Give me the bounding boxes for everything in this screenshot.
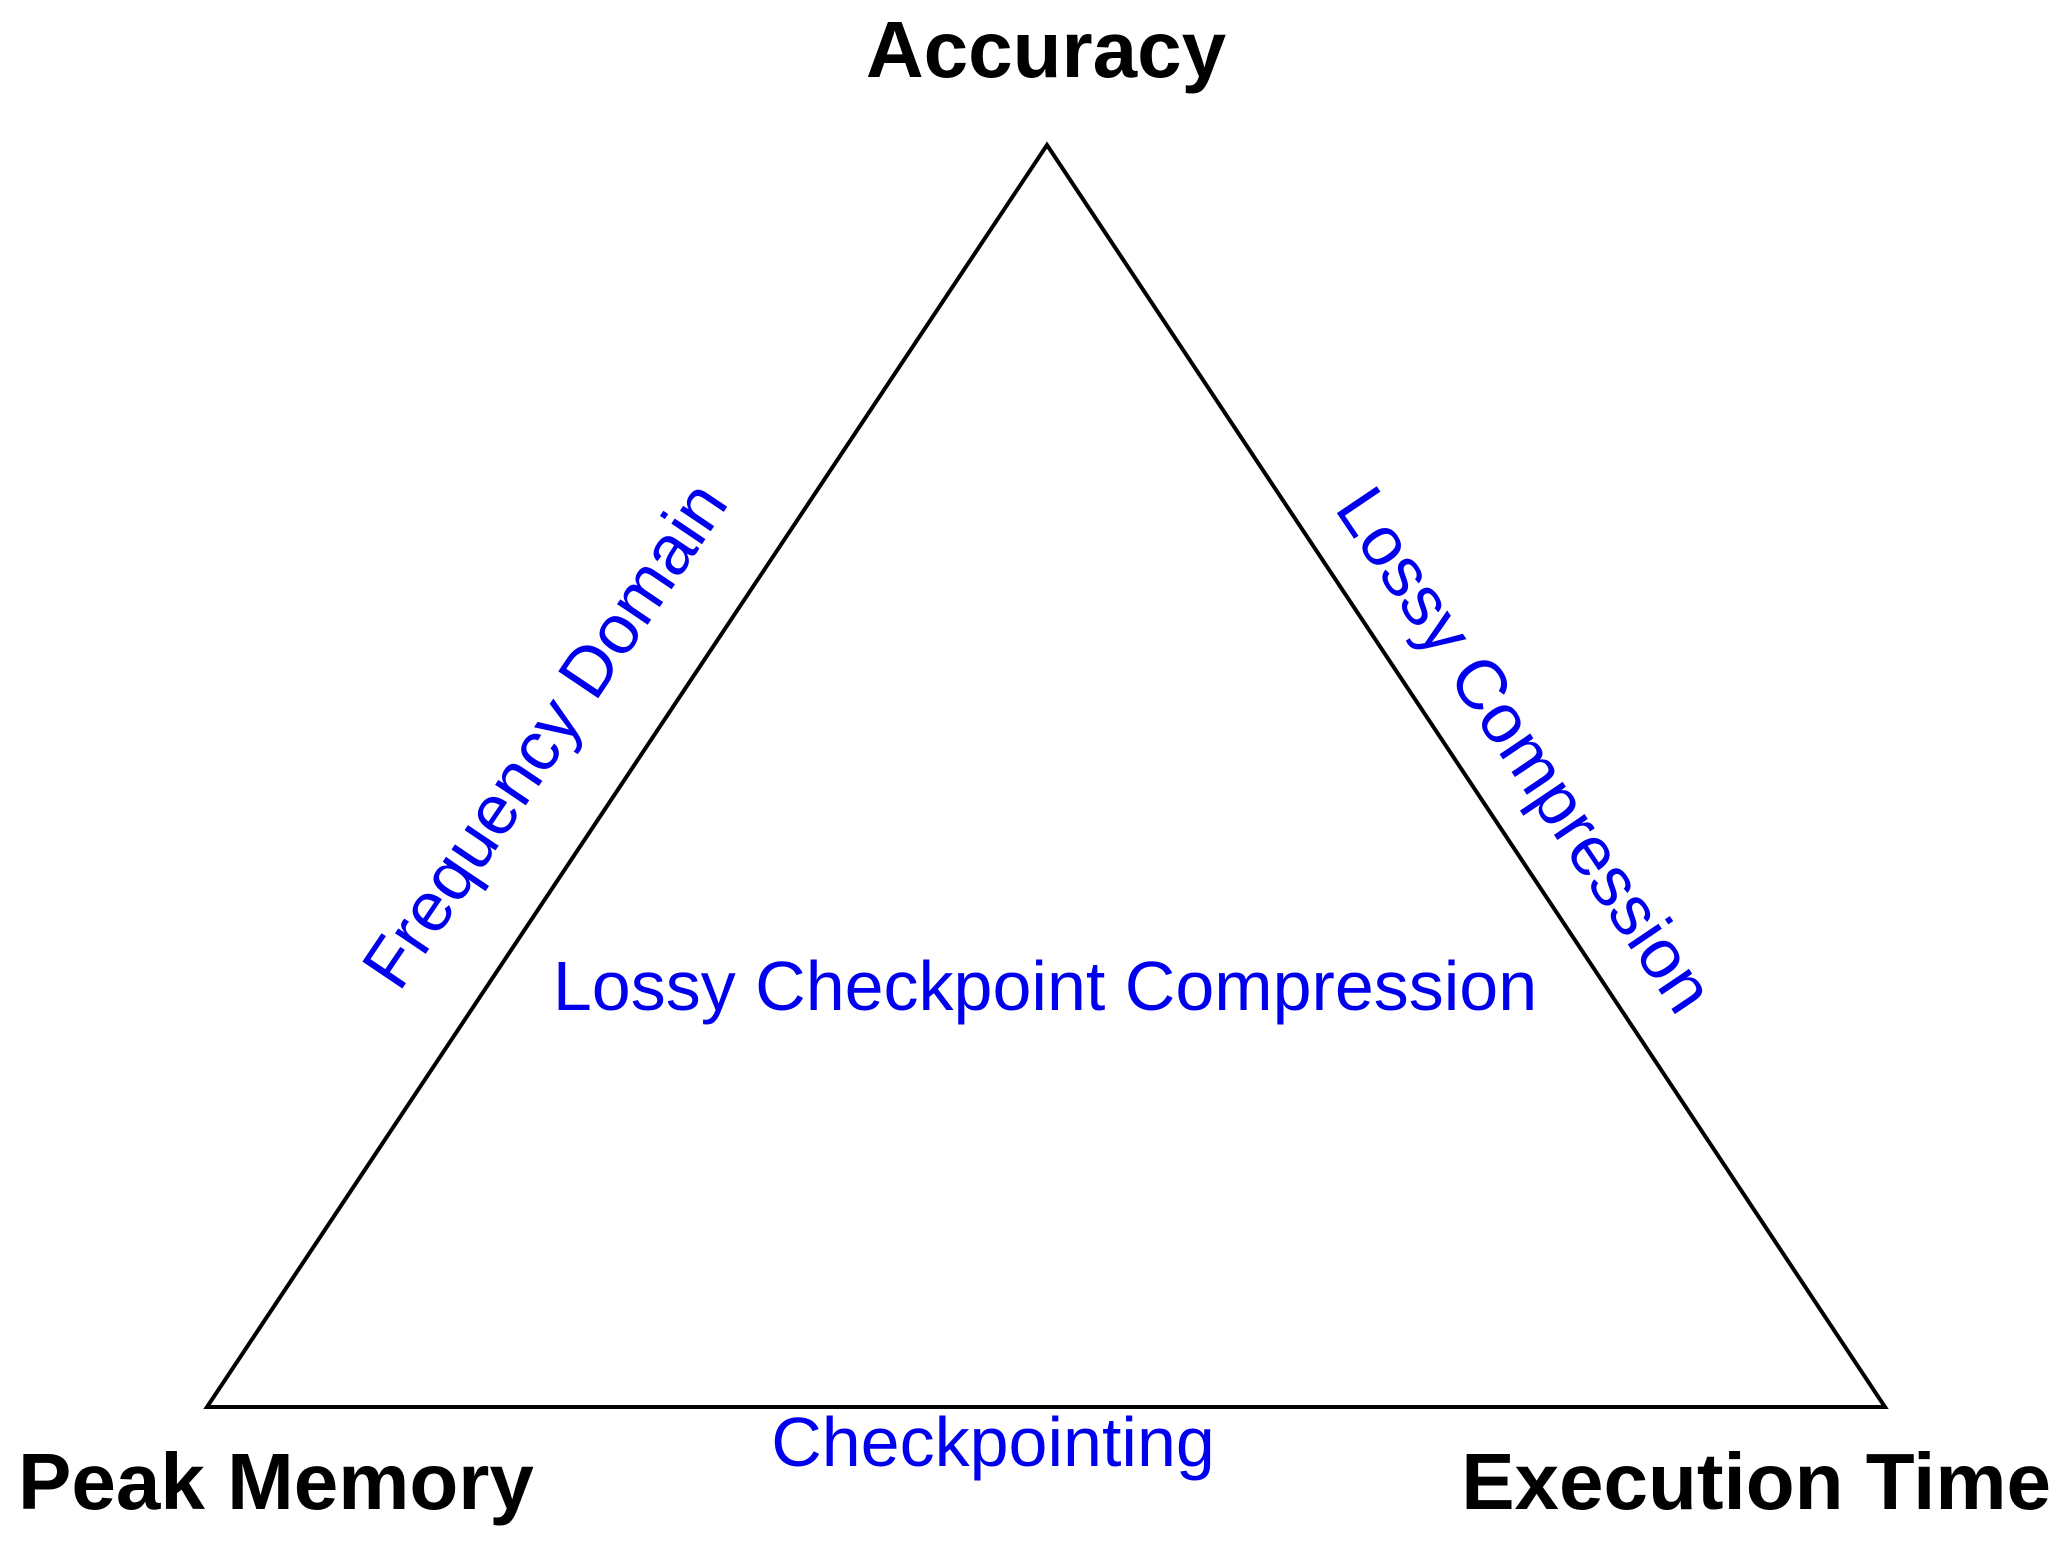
vertex-label-peak-memory: Peak Memory bbox=[18, 1437, 534, 1526]
vertex-label-execution-time: Execution Time bbox=[1461, 1437, 2051, 1526]
edge-label-checkpointing: Checkpointing bbox=[771, 1403, 1215, 1481]
center-label-lossy-checkpoint-compression: Lossy Checkpoint Compression bbox=[552, 947, 1538, 1025]
triangle-outline bbox=[203, 141, 1889, 1409]
vertex-label-accuracy: Accuracy bbox=[865, 5, 1227, 94]
